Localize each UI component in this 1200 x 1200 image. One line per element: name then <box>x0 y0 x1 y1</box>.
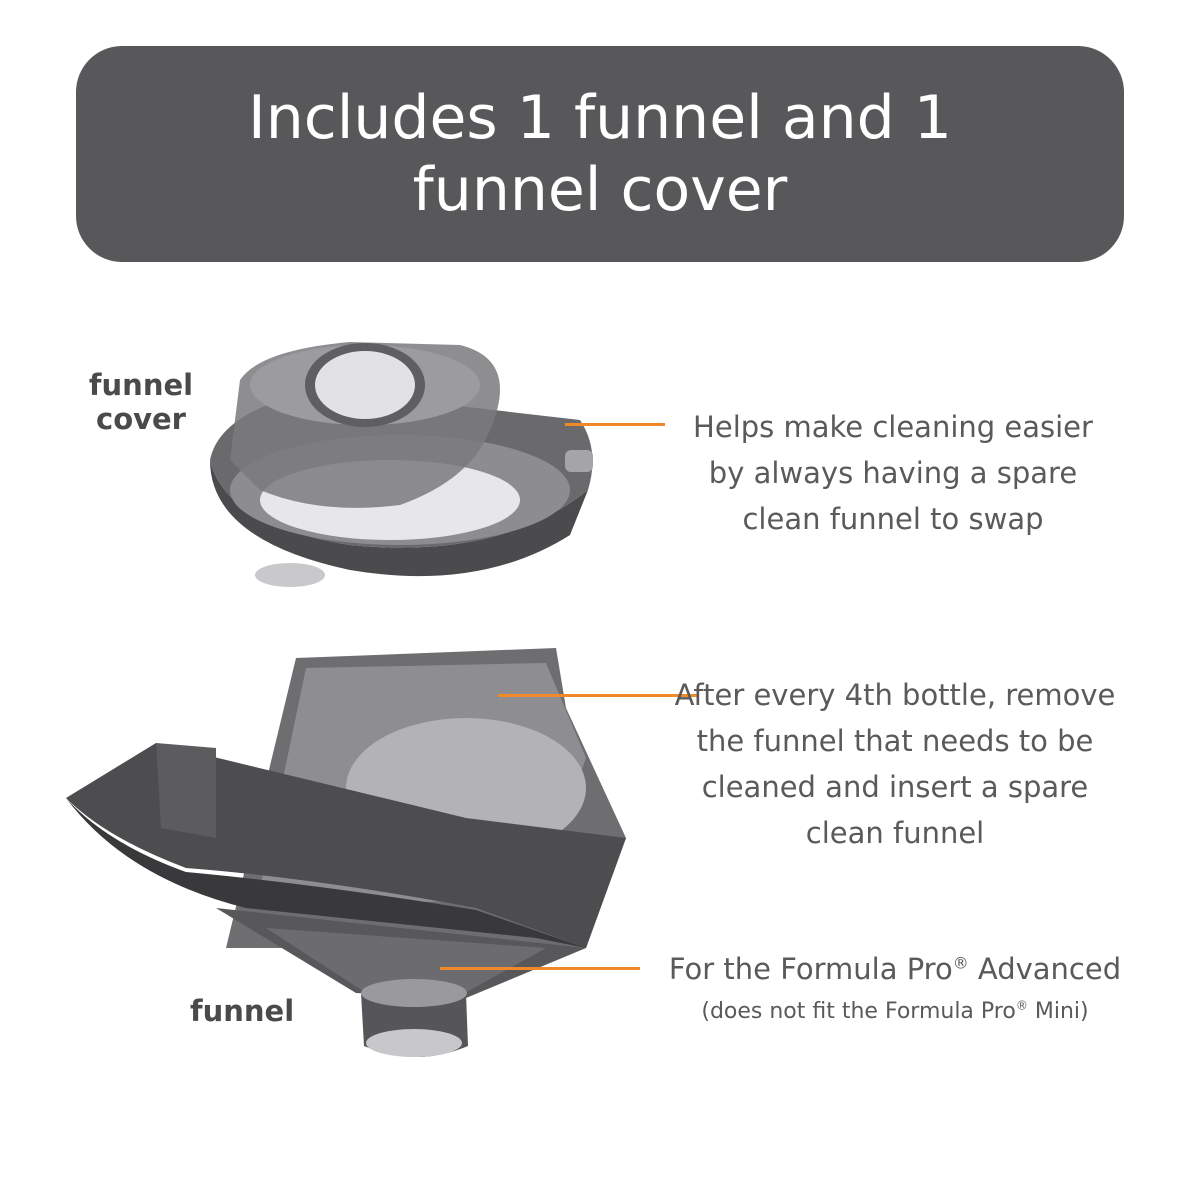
funnel-cover-label: funnel cover <box>86 368 196 436</box>
banner-title: Includes 1 funnel and 1 funnel cover <box>248 83 952 225</box>
funnel-label: funnel <box>190 994 294 1028</box>
callout-every-4th-text: After every 4th bottle, remove the funne… <box>674 678 1116 850</box>
leader-line-funnel-inside <box>498 694 698 697</box>
leader-line-cover <box>565 423 665 426</box>
compatibility-prefix: For the Formula Pro <box>668 952 953 986</box>
funnel-image <box>66 648 626 1057</box>
compatibility-note: (does not fit the Formula Pro® Mini) <box>650 992 1140 1032</box>
callout-cleaning: Helps make cleaning easier by always hav… <box>672 404 1114 542</box>
compatibility-suffix: Advanced <box>968 952 1122 986</box>
note-registered-mark: ® <box>1015 998 1028 1013</box>
registered-mark: ® <box>952 953 969 973</box>
callout-compatibility: For the Formula Pro® Advanced (does not … <box>650 946 1140 1032</box>
callout-every-4th-bottle: After every 4th bottle, remove the funne… <box>674 672 1116 856</box>
leader-line-spout <box>440 967 640 970</box>
funnel-cover-image <box>210 342 593 587</box>
header-banner: Includes 1 funnel and 1 funnel cover <box>76 46 1124 262</box>
funnel-label-text: funnel <box>190 994 295 1028</box>
callout-cleaning-text: Helps make cleaning easier by always hav… <box>693 410 1093 536</box>
funnel-cover-label-text: funnel cover <box>88 368 194 436</box>
note-prefix: (does not fit the Formula Pro <box>701 999 1016 1024</box>
note-suffix: Mini) <box>1027 999 1089 1024</box>
